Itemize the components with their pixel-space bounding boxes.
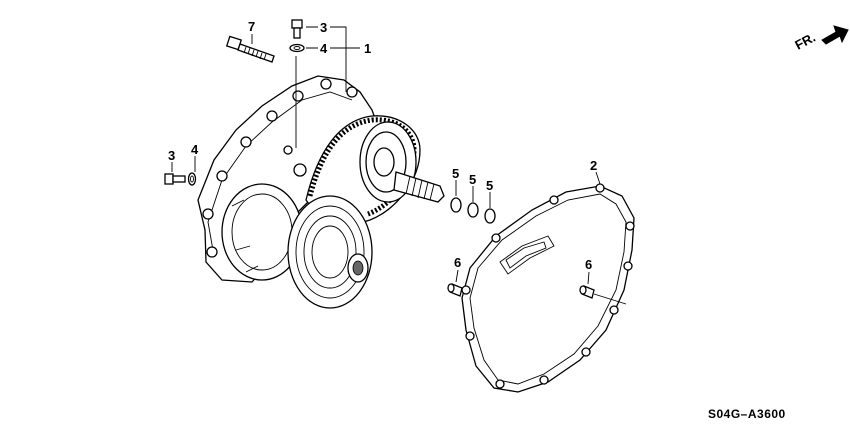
front-direction-marker: FR. [792, 25, 849, 53]
washer-part-4-left [187, 172, 197, 186]
callout-4-upper: 4 [320, 41, 328, 56]
callout-3-left: 3 [168, 148, 175, 163]
callout-7: 7 [248, 19, 255, 34]
bolt-part-7 [225, 35, 275, 63]
drive-pulley [359, 121, 445, 203]
callout-1: 1 [364, 41, 371, 56]
callout-2: 2 [590, 158, 597, 173]
bolt-part-3-left [164, 173, 186, 185]
callout-6-left: 6 [454, 255, 461, 270]
callout-5-b: 5 [469, 172, 476, 187]
diagram-code: S04G–A3600 [708, 407, 786, 421]
driven-pulley [287, 195, 373, 309]
callout-5-a: 5 [452, 166, 459, 181]
gasket-bolt-holes [461, 183, 635, 389]
gasket-part-2 [461, 183, 635, 393]
front-label: FR. [792, 30, 818, 53]
callout-3-upper: 3 [320, 20, 327, 35]
callout-6-right: 6 [585, 257, 592, 272]
transmission-housing [197, 75, 381, 283]
leader-lines [171, 26, 627, 305]
o-rings-part-5 [450, 197, 496, 224]
callout-4-left: 4 [191, 142, 199, 157]
bolt-part-3-upper [291, 19, 303, 39]
housing-bolt-bosses [202, 78, 358, 258]
front-arrow-icon [821, 25, 849, 45]
callout-labels: 7 3 4 1 3 4 5 5 5 2 6 6 [168, 19, 597, 272]
washer-part-4-upper [289, 43, 305, 53]
callout-5-c: 5 [486, 178, 493, 193]
dowel-pin-part-6-left [447, 283, 463, 297]
dowel-pin-part-6-right [579, 285, 595, 299]
